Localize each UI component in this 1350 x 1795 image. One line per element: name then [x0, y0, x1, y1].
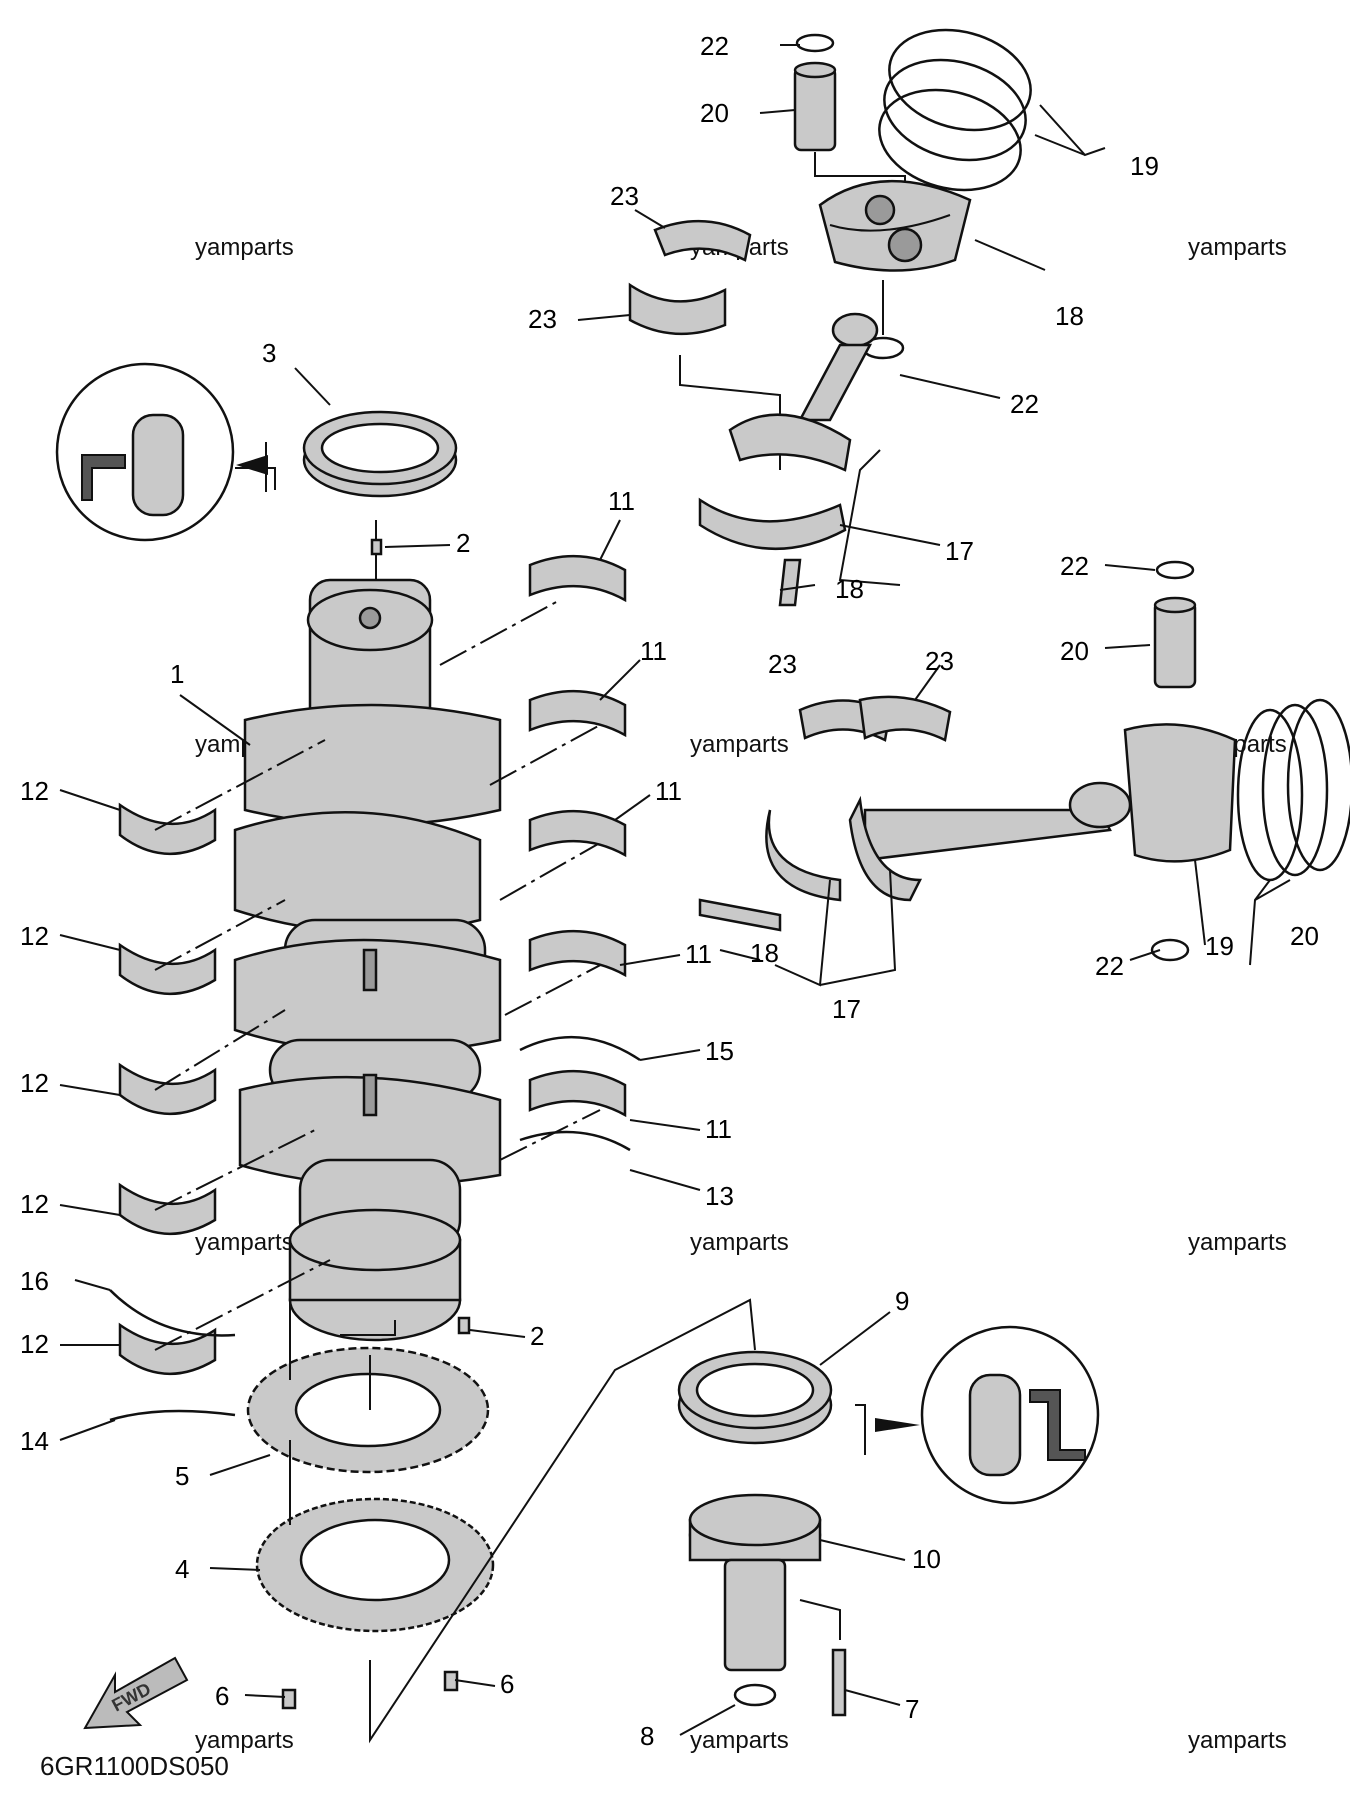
callout-2: 2 [530, 1321, 544, 1351]
bolt-18-mid [698, 898, 782, 932]
callout-6: 6 [500, 1669, 514, 1699]
piston-rings-20-mid [1236, 698, 1350, 882]
callout-10: 8 [640, 1721, 654, 1751]
callout-15: 15 [705, 1036, 734, 1066]
callout-8: 10 [912, 1544, 941, 1574]
bearing-23-right [858, 695, 952, 742]
callout-18: 18 [835, 574, 864, 604]
callout-2: 2 [456, 528, 470, 558]
callout-23: 23 [528, 304, 557, 334]
callout-numbers: 22 20 19 23 23 18 22 3 2 11 17 18 22 20 … [20, 31, 1319, 1751]
bearing-23-upper [653, 219, 752, 262]
piston-pin-21-top [793, 66, 837, 152]
assembly-line [799, 1599, 841, 1640]
callout-12: 12 [20, 1189, 49, 1219]
flywheel-gear-4 [255, 1497, 495, 1633]
callout-12: 12 [20, 1329, 49, 1359]
watermark: yamparts [690, 1727, 789, 1754]
oil-seal-inset-bottom [855, 1325, 1100, 1505]
bolt-18-top [778, 558, 802, 607]
sprocket-5 [246, 1346, 490, 1474]
watermark: yamparts [1188, 234, 1287, 261]
bolt-6-left [281, 1688, 297, 1710]
callout-21: 20 [1060, 636, 1089, 666]
callout-18: 18 [750, 938, 779, 968]
assembly-line [340, 1320, 396, 1336]
oil-seal-7 [677, 1350, 833, 1445]
piston-pin-21-mid [1153, 600, 1197, 689]
circlip-22-lower [1150, 938, 1190, 962]
main-bearings-12 [109, 802, 236, 1422]
callout-9: 7 [905, 1694, 919, 1724]
piston-pin-end [1153, 596, 1197, 614]
watermark: yamparts [690, 1229, 789, 1256]
callout-11: 11 [640, 636, 667, 666]
callout-4: 4 [175, 1554, 189, 1584]
callout-20: 19 [1130, 151, 1159, 181]
main-bearings-11 [519, 554, 641, 1152]
callout-11: 11 [608, 486, 635, 516]
pulley-hub-8 [688, 1493, 822, 1672]
callout-22: 22 [700, 31, 729, 61]
bearing-23-lower [628, 282, 727, 336]
bolt-9 [831, 1648, 847, 1717]
piston-pin-end [793, 61, 837, 79]
callout-13: 13 [705, 1181, 734, 1211]
callout-6: 6 [215, 1681, 229, 1711]
callout-19: 18 [1055, 301, 1084, 331]
callout-20: 20 [1290, 921, 1319, 951]
watermark: yamparts [1188, 1229, 1287, 1256]
oil-seal-inset-top [55, 362, 276, 542]
callout-3: 3 [262, 338, 276, 368]
callout-23: 23 [610, 181, 639, 211]
piston-19-top [818, 179, 972, 272]
drawing-code: 6GR1100DS050 [40, 1751, 229, 1781]
bearing-assembly-lines [154, 599, 611, 1351]
callout-11: 11 [685, 939, 712, 969]
callout-11: 11 [705, 1114, 732, 1144]
dowel-pin-2-top [370, 538, 383, 556]
callout-17: 17 [945, 536, 974, 566]
circlip-22-upper [1155, 560, 1195, 580]
crankshaft-1 [233, 578, 502, 1342]
callout-17: 17 [832, 994, 861, 1024]
callout-22: 22 [1010, 389, 1039, 419]
watermark: yamparts [195, 234, 294, 261]
callout-leaders [59, 44, 1291, 1736]
callout-23: 23 [768, 649, 797, 679]
piston-rings-20-top [878, 28, 1032, 192]
o-ring-10 [733, 1683, 777, 1707]
watermark: yamparts [195, 1727, 294, 1754]
callout-22: 22 [1095, 951, 1124, 981]
callout-21: 20 [700, 98, 729, 128]
callout-14: 14 [20, 1426, 49, 1456]
assembly-line [369, 1298, 756, 1744]
fwd-arrow-icon: FWD [83, 1656, 189, 1730]
dowel-pin-2-bottom [457, 1316, 471, 1335]
callout-19: 19 [1205, 931, 1234, 961]
connecting-rod-17-mid [765, 781, 1132, 902]
callout-16: 16 [20, 1266, 49, 1296]
callout-12: 12 [20, 921, 49, 951]
callout-22: 22 [1060, 551, 1089, 581]
watermark: yamparts [195, 1229, 294, 1256]
piston-assembly-mid [698, 560, 1350, 962]
callout-12: 12 [20, 1068, 49, 1098]
watermark: yamparts [690, 731, 789, 758]
callout-5: 5 [175, 1461, 189, 1491]
circlip-22-top [795, 33, 835, 53]
piston-assembly-top [628, 28, 1032, 607]
callout-11: 11 [655, 776, 682, 806]
connecting-rod-17-top [698, 312, 879, 551]
callout-23: 23 [925, 646, 954, 676]
callout-1: 1 [170, 659, 184, 689]
callout-7: 9 [895, 1286, 909, 1316]
callout-12: 12 [20, 776, 49, 806]
oil-seal-3 [302, 410, 458, 498]
watermark: yamparts [1188, 1727, 1287, 1754]
piston-19-mid [1123, 723, 1237, 863]
